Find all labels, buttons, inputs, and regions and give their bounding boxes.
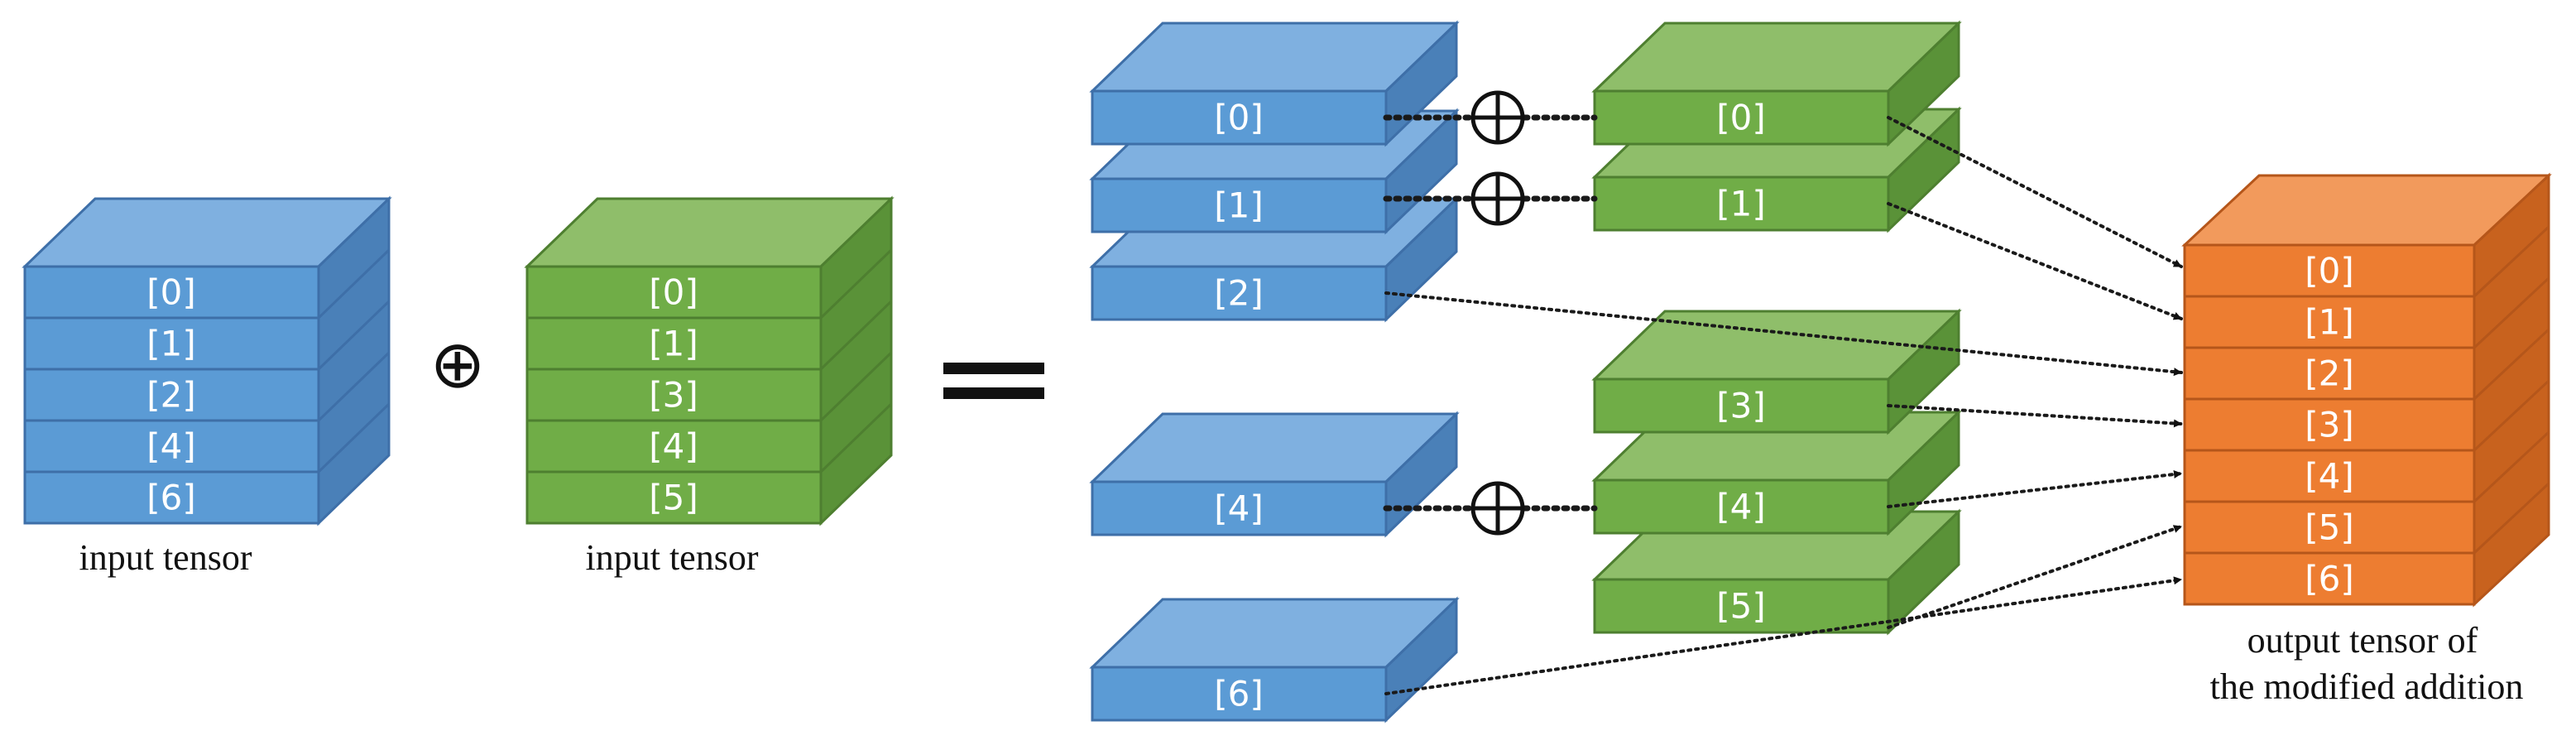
arrow-5-to-output — [1887, 525, 2183, 629]
right-tensor-row-label: [4] — [649, 426, 698, 467]
output-tensor-row: [5] — [2183, 500, 2476, 555]
green-slice: [3] — [1591, 308, 1962, 435]
left-tensor-row-label: [4] — [146, 426, 196, 467]
circled-plus-icon — [1470, 90, 1525, 145]
left-tensor-row: [2] — [23, 368, 320, 422]
arrow-1-to-output — [1887, 202, 2183, 320]
right-tensor-caption: input tensor — [586, 537, 759, 578]
output-tensor-row: [0] — [2183, 243, 2476, 298]
output-tensor-row: [3] — [2183, 397, 2476, 452]
green-slice: [0] — [1591, 20, 1962, 147]
right-tensor-row-label: [1] — [649, 324, 698, 364]
blue-slice-label: [1] — [1214, 185, 1264, 226]
left-tensor-row-label: [1] — [146, 324, 196, 364]
left-tensor-row: [6] — [23, 470, 320, 525]
blue-slice-label: [4] — [1214, 488, 1264, 529]
arrow-3-to-output — [1887, 404, 2183, 428]
output-tensor-caption-line2: the modified addition — [2210, 666, 2524, 707]
right-tensor-row-label: [3] — [649, 375, 698, 416]
output-tensor-row-label: [4] — [2305, 456, 2354, 497]
left-input-tensor: [0] [1] [2] [4] [6] input tensor — [22, 195, 392, 578]
output-arrows — [1384, 116, 2183, 695]
blue-slice-label: [6] — [1214, 674, 1264, 714]
green-slice-label: [4] — [1716, 487, 1766, 527]
output-tensor-row: [4] — [2183, 449, 2476, 503]
output-tensor-row-label: [1] — [2305, 302, 2354, 343]
left-tensor-row: [1] — [23, 316, 320, 371]
left-tensor-row: [4] — [23, 419, 320, 474]
green-slice-label: [1] — [1716, 184, 1766, 224]
arrow-6-to-output — [1384, 576, 2183, 695]
left-tensor-caption: input tensor — [79, 537, 252, 578]
output-tensor-row-label: [2] — [2305, 353, 2354, 394]
output-tensor-row-label: [6] — [2305, 559, 2354, 599]
pair-connectors — [1383, 114, 1598, 512]
green-slice-label: [0] — [1716, 98, 1766, 138]
right-tensor-row: [1] — [525, 316, 823, 371]
blue-slice-label: [0] — [1214, 98, 1264, 138]
output-tensor-row-label: [3] — [2305, 405, 2354, 445]
right-tensor-row: [5] — [525, 470, 823, 525]
arrow-0-to-output — [1887, 116, 2183, 268]
right-tensor-row: [0] — [525, 265, 823, 320]
right-tensor-row: [3] — [525, 368, 823, 422]
arrow-2-to-output — [1384, 291, 2183, 377]
blue-slice: [0] — [1089, 20, 1460, 147]
green-slice-label: [5] — [1716, 586, 1766, 627]
output-tensor: [0] [1] [2] [3] [4] [5] [6] output tenso… — [2181, 172, 2552, 707]
arrow-4-to-output — [1887, 470, 2183, 508]
blue-slice: [4] — [1089, 411, 1460, 538]
left-tensor-row-label: [2] — [146, 375, 196, 416]
output-tensor-row-label: [0] — [2305, 251, 2354, 291]
equals-operator — [943, 363, 1044, 399]
right-tensor-row-label: [5] — [649, 478, 698, 518]
right-input-tensor: [0] [1] [3] [4] [5] input tensor — [524, 195, 895, 578]
output-tensor-caption-line1: output tensor of — [2247, 620, 2478, 661]
circled-plus-icon — [1470, 171, 1525, 226]
output-tensor-row: [6] — [2183, 551, 2476, 606]
output-tensor-row: [1] — [2183, 295, 2476, 349]
left-tensor-row: [0] — [23, 265, 320, 320]
circled-plus-icon — [1470, 481, 1525, 536]
output-tensor-row-label: [5] — [2305, 507, 2354, 548]
green-slice-label: [3] — [1716, 386, 1766, 426]
blue-slice: [6] — [1089, 596, 1460, 724]
left-tensor-row-label: [6] — [146, 478, 196, 518]
plus-operator-1: ⊕ — [429, 326, 485, 403]
output-tensor-row: [2] — [2183, 346, 2476, 401]
left-tensor-row-label: [0] — [146, 272, 196, 313]
right-tensor-row-label: [0] — [649, 272, 698, 313]
blue-slice-label: [2] — [1214, 273, 1264, 314]
right-tensor-row: [4] — [525, 419, 823, 474]
